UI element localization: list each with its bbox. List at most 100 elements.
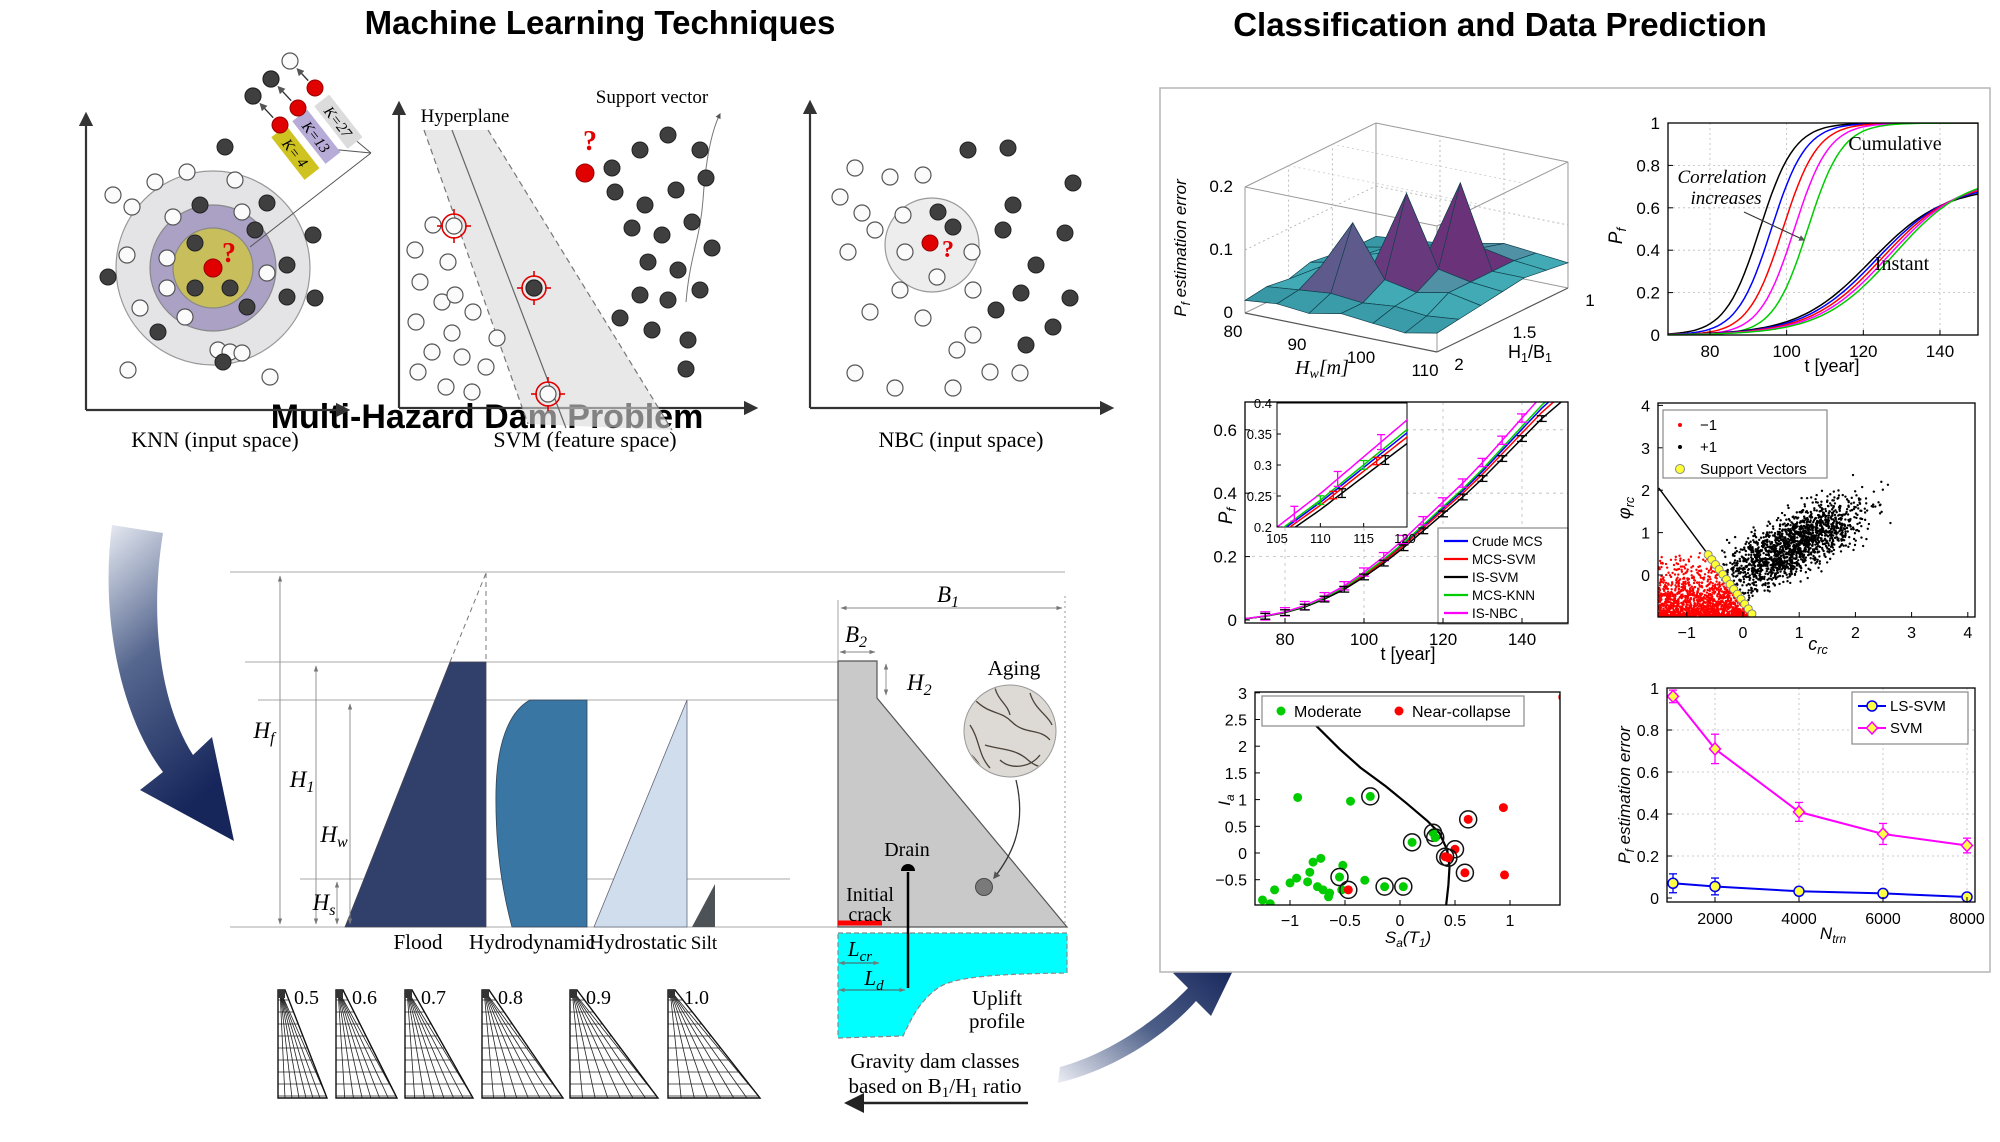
- label-dam-classes-2: based on B1/H1 ratio: [848, 1074, 1021, 1101]
- chart-text: 0: [1739, 625, 1748, 642]
- chart-text: 0.2: [1637, 849, 1659, 866]
- dam-class-mesh: 0.9: [569, 987, 660, 1099]
- nbc-data-points: [831, 139, 1082, 397]
- chart-text: 0.4: [1636, 241, 1660, 260]
- label-initial-crack-1: Initial: [846, 884, 894, 906]
- svm-data-points: [406, 126, 721, 411]
- legend-item: MCS-SVM: [1472, 552, 1536, 567]
- chart-text: 1: [1650, 681, 1659, 698]
- nbc-diagram: ? NBC (input space): [802, 99, 1115, 452]
- axis-label-hw: Hw[m]: [1294, 357, 1349, 382]
- svm-hyperplane-label: Hyperplane: [421, 106, 510, 127]
- chart-text: 0.6: [1636, 199, 1660, 218]
- flow-arrow-right: [1058, 952, 1242, 1083]
- svm-margin-band: [424, 130, 672, 430]
- axis-label-pf-error: Pf estimation error: [1171, 178, 1193, 317]
- label-drain: Drain: [884, 839, 930, 861]
- chart-text: 0: [1396, 913, 1405, 930]
- chart-text: 120: [1394, 531, 1416, 546]
- svm-caption: SVM (feature space): [493, 427, 676, 452]
- chart-text: 0.8: [1636, 156, 1660, 175]
- chart-text: 2000: [1697, 911, 1733, 928]
- legend-item: −1: [1700, 417, 1717, 434]
- chart-text: 90: [1288, 335, 1307, 354]
- chart-text: 8000: [1949, 911, 1985, 928]
- svm-margin-right: [487, 129, 673, 431]
- annotation-correlation: increases: [1690, 188, 1761, 209]
- chart-text: 2: [1454, 355, 1463, 374]
- dam-class-mesh: 0.5: [277, 987, 329, 1099]
- legend-item: SVM: [1890, 720, 1923, 737]
- axis-label-crc: crc: [1808, 634, 1828, 657]
- chart-text: 110: [1411, 361, 1438, 380]
- annotation-instant: Instant: [1875, 253, 1930, 275]
- nbc-question-mark: ?: [942, 237, 954, 263]
- chart-text: 80: [1224, 322, 1243, 341]
- chart-text: −1: [1281, 913, 1299, 930]
- chart-text: 4: [1963, 625, 1972, 642]
- axis-label-pf: Pf: [1216, 507, 1239, 525]
- label-hw: Hw: [319, 822, 348, 851]
- annotation-correlation: Correlation: [1677, 167, 1766, 188]
- legend-item: LS-SVM: [1890, 698, 1946, 715]
- chart-text: −1: [1678, 625, 1696, 642]
- chart-text: 0: [1238, 846, 1247, 863]
- chart-text: 1: [1795, 625, 1804, 642]
- dam-class-ratio: 0.5: [294, 987, 319, 1009]
- knn-caption: KNN (input space): [131, 427, 298, 452]
- chart-text: 1: [1641, 526, 1650, 543]
- label-uplift-1: Uplift: [972, 986, 1022, 1010]
- label-flood: Flood: [393, 930, 443, 954]
- svm-diagram: Hyperplane Support vector ? SVM (feature…: [391, 87, 759, 452]
- legend-item: +1: [1700, 439, 1717, 456]
- svm-support-vector-arrow: [685, 113, 721, 303]
- annotation-cumulative: Cumulative: [1848, 133, 1941, 155]
- axis-label-ia: Ia: [1215, 794, 1237, 806]
- label-hs: Hs: [312, 890, 336, 919]
- knn-k13-box: [292, 109, 341, 164]
- axis-label-t: t [year]: [1804, 356, 1859, 376]
- panel-border: [1159, 87, 1991, 973]
- knn-k4-box: [271, 125, 320, 180]
- chart-text: 1: [1506, 913, 1515, 930]
- dam-class-mesh: 0.6: [335, 987, 399, 1099]
- chart-text: 0.35: [1247, 427, 1272, 442]
- axis-label-pf-error: Pf estimation error: [1615, 725, 1637, 864]
- chart-text: 0.2: [1213, 548, 1237, 567]
- label-b1: B1: [937, 582, 959, 611]
- dam-class-mesh: 0.8: [481, 987, 565, 1099]
- nbc-caption: NBC (input space): [879, 427, 1044, 452]
- legend-item: MCS-KNN: [1472, 588, 1535, 603]
- label-initial-crack-2: crack: [848, 904, 891, 926]
- legend-item: IS-SVM: [1472, 570, 1519, 585]
- chart-text: 0.5: [1444, 913, 1466, 930]
- chart-text: 0.5: [1225, 819, 1247, 836]
- chart-text: 100: [1772, 342, 1800, 361]
- chart-text: 0.2: [1209, 177, 1233, 196]
- chart-text: 0: [1228, 611, 1237, 630]
- gravity-dam-body: [837, 660, 1069, 928]
- chart-text: 0.4: [1254, 396, 1272, 411]
- chart-text: 0.3: [1254, 458, 1272, 473]
- aging-photo-circle: [963, 684, 1057, 778]
- chart-text: 100: [1347, 348, 1375, 367]
- legend-item: Near-collapse: [1412, 704, 1511, 721]
- chart-text: 0.2: [1254, 520, 1272, 535]
- flood-dashed-apex: [449, 572, 487, 663]
- knn-question-mark: ?: [222, 238, 236, 269]
- chart-text: 0.6: [1637, 765, 1659, 782]
- hydrodynamic-load-shape: [495, 699, 588, 928]
- flood-load-shape: [344, 661, 487, 928]
- dam-diagram: Hf H1 Hw Hs B1 B2 H2 Flood Hydrodynamic …: [230, 571, 1069, 1113]
- dam-class-ratio: 0.8: [498, 987, 523, 1009]
- chart-text: 80: [1276, 630, 1295, 649]
- axis-label-h1b1: H1/B1: [1508, 342, 1552, 365]
